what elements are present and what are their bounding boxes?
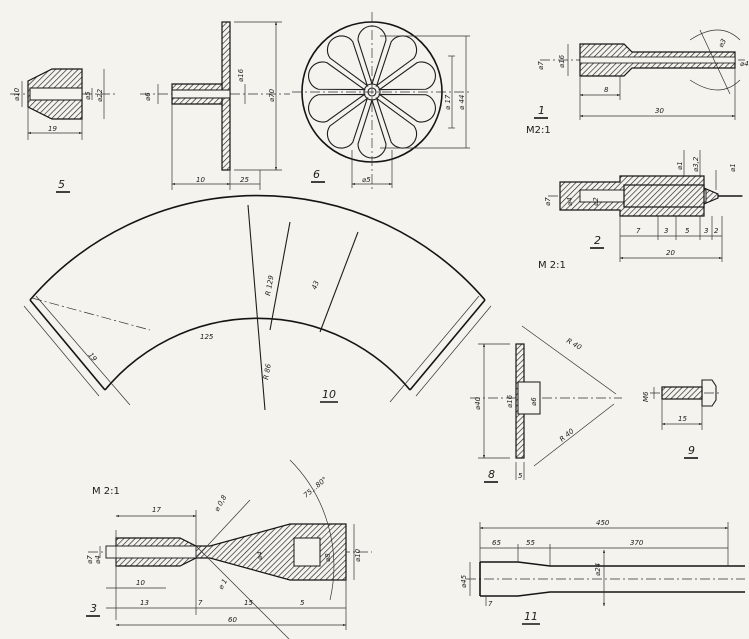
p5-dim-19: 19: [48, 125, 57, 133]
p11-dim-65: 65: [492, 539, 501, 547]
p5-dim-d10: ⌀10: [13, 87, 21, 101]
part-1-drawing: ⌀7 ⌀16 8 30 ⌀3 ⌀4 1 M2:1: [526, 29, 749, 136]
p8-part-number: 8: [488, 468, 495, 481]
part-6-front-drawing: ⌀5 ⌀ 17 ⌀ 44 6: [292, 12, 470, 190]
part-11-drawing: 450 65 55 370 ⌀24 ⌀45 7 11: [460, 519, 745, 625]
p1-dim-d16: ⌀16: [558, 54, 566, 68]
p10-dim-19: 19: [86, 351, 98, 363]
p2-dim-d7: ⌀7: [544, 197, 552, 206]
p9-part-number: 9: [688, 444, 695, 457]
part-9-drawing: M6 15 9: [642, 379, 722, 459]
p6-part-number: 6: [313, 168, 320, 181]
p10-dim-r86: R 86: [262, 363, 273, 381]
p8-dim-d40: ⌀40: [474, 396, 482, 410]
p3-dim-d8: ⌀8: [324, 553, 332, 562]
p6-dim-d5: ⌀5: [362, 176, 371, 184]
part-3-drawing: M 2:1 17 ⌀ 0,8 75...80° ⌀7 ⌀4 ⌀4 ⌀8 ⌀10 …: [86, 459, 372, 639]
p3-dim-13: 13: [140, 599, 149, 607]
p11-dim-370: 370: [630, 539, 644, 547]
p11-dim-d45: ⌀45: [460, 574, 468, 588]
part-10-drawing: R 129 43 125 R 86 19 10: [23, 194, 492, 411]
p1-dim-d3: ⌀3: [717, 37, 728, 49]
p6-dim-25: 25: [240, 176, 249, 184]
p10-part-number: 10: [322, 388, 336, 401]
p3-dim-15: 15: [244, 599, 253, 607]
p3-dim-d1: ⌀ 1: [217, 578, 229, 591]
p5-dim-d22: ⌀22: [96, 88, 104, 102]
p2-scale: M 2:1: [538, 260, 566, 271]
p2-dim-3a: 3: [664, 227, 668, 235]
p5-part-number: 5: [58, 178, 65, 191]
p1-dim-d4: ⌀4: [740, 60, 749, 68]
p3-dim-d4a: ⌀4: [94, 555, 102, 564]
p3-dim-d4b: ⌀4: [256, 551, 264, 560]
part-8-drawing: R 40 R 40 ⌀40 ⌀16 ⌀6 5 8: [470, 325, 622, 483]
p2-dim-3b: 3: [704, 227, 708, 235]
p1-part-number: 1: [538, 104, 545, 117]
p6-dim-d6: ⌀6: [144, 92, 152, 101]
p3-dim-60: 60: [228, 616, 237, 624]
p5-dim-d5: ⌀5: [84, 91, 92, 100]
p3-dim-10: 10: [136, 579, 145, 587]
p11-dim-d24: ⌀24: [594, 563, 602, 576]
part-5-drawing: ⌀10 ⌀5 ⌀22 19 5: [10, 68, 115, 193]
p2-dim-d1-tip: ⌀1: [729, 163, 737, 172]
p2-dim-d4: ⌀4: [566, 197, 574, 206]
p6-dim-d16: ⌀16: [237, 68, 245, 82]
p1-dim-8: 8: [604, 86, 609, 94]
p3-dim-7: 7: [198, 599, 203, 607]
p11-part-number: 11: [524, 610, 538, 623]
p1-scale: M2:1: [526, 125, 551, 136]
p2-dim-7: 7: [636, 227, 641, 235]
part-2-drawing: ⌀7 ⌀4 ⌀2 ⌀1 ⌀3,2 ⌀1 7 3 5 3 2 20 2 M 2:1: [538, 150, 745, 271]
p1-dim-d7: ⌀7: [537, 61, 545, 70]
p3-dim-5: 5: [300, 599, 305, 607]
p2-dim-2: 2: [714, 227, 719, 235]
p6-dim-d70: ⌀70: [268, 88, 276, 102]
p3-dim-d7: ⌀7: [86, 555, 94, 564]
p9-dim-15: 15: [678, 415, 687, 423]
p3-dim-d10: ⌀10: [354, 548, 362, 562]
p6-dim-d44: ⌀ 44: [458, 95, 466, 110]
p11-dim-55: 55: [526, 539, 535, 547]
p2-dim-d3-2: ⌀3,2: [692, 156, 700, 172]
p3-dim-17: 17: [152, 506, 161, 514]
part-6-side-drawing: ⌀6 ⌀16 ⌀70 10 25: [140, 21, 290, 190]
p10-dim-43: 43: [310, 280, 321, 291]
p9-dim-m6: M6: [642, 391, 650, 402]
p2-part-number: 2: [594, 234, 601, 247]
p11-dim-450: 450: [596, 519, 610, 527]
p8-dim-r40-top: R 40: [565, 337, 583, 352]
p6-dim-10: 10: [196, 176, 205, 184]
p2-dim-d1-top: ⌀1: [676, 161, 684, 170]
p2-dim-d2: ⌀2: [592, 197, 600, 206]
p6-dim-d17: ⌀ 17: [444, 94, 452, 110]
p3-part-number: 3: [90, 602, 97, 615]
p10-dim-r129: R 129: [264, 274, 276, 296]
p8-dim-5: 5: [518, 472, 523, 480]
p8-dim-d6: ⌀6: [530, 397, 538, 406]
p1-dim-30: 30: [655, 107, 664, 115]
p10-dim-125: 125: [200, 333, 214, 341]
p3-scale: M 2:1: [92, 486, 120, 497]
p2-dim-20: 20: [666, 249, 675, 257]
p2-dim-5: 5: [685, 227, 690, 235]
p8-dim-d16: ⌀16: [506, 394, 514, 408]
p11-dim-7: 7: [488, 600, 493, 608]
p3-dim-d08: ⌀ 0,8: [213, 493, 229, 513]
